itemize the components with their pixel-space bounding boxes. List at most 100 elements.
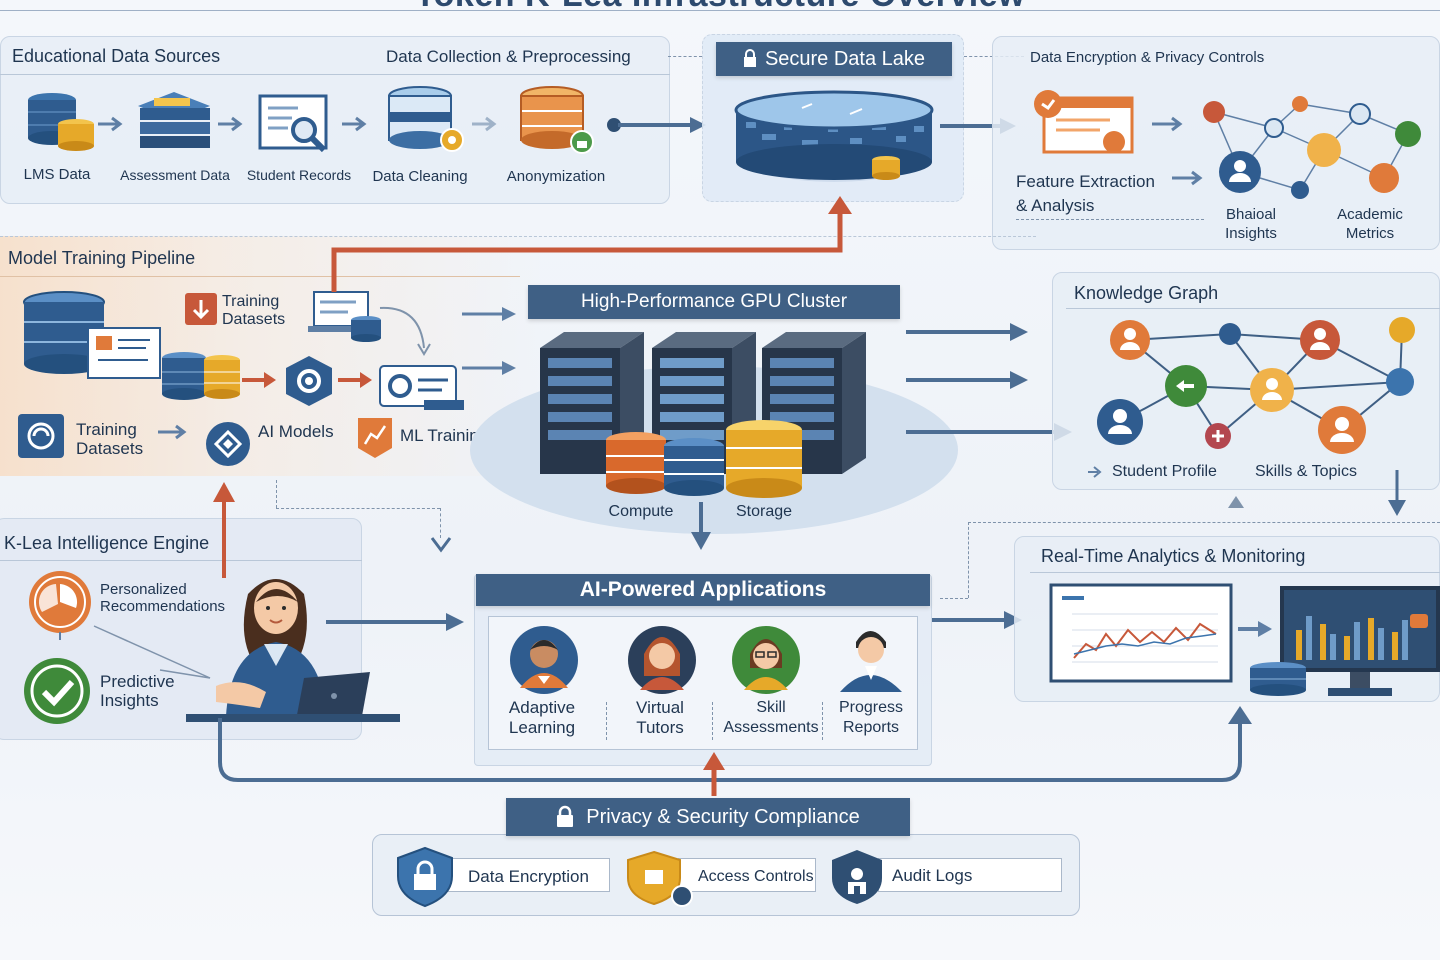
recommendations-label: Personalized Recommendations [100,581,225,615]
predictive-line-1: Predictive [100,672,175,691]
gpu-cluster-banner: High-Performance GPU Cluster [528,285,900,319]
section-divider [0,236,1036,237]
progress-line-1: Progress [838,699,904,716]
flow-arrow [607,117,706,133]
academic-line-1: Academic [1337,206,1403,223]
lock-icon [743,49,756,67]
storage-database-icon [726,420,802,498]
arrow-icon [158,424,187,440]
database-gear-icon [388,86,464,152]
training-datasets-badge-icon [18,414,64,458]
feature-extraction-icon [1034,90,1134,154]
ml-training-label: ML Training [400,426,489,445]
recommendations-line-1: Personalized [100,581,187,598]
virtual-line-1: Virtual [636,698,684,717]
academic-line-2: Metrics [1345,225,1395,242]
laptop-database-icon [308,291,381,342]
arrow-icon [342,116,367,132]
knowledge-graph-title: Knowledge Graph [1074,283,1219,303]
training-datasets-top-line-1: Training [222,293,280,310]
network-graph-icon [1203,96,1421,199]
progress-reports-avatar [840,631,902,692]
preprocessing-title: Data Collection & Preprocessing [386,47,631,66]
skills-topics-label: Skills & Topics [1255,463,1357,480]
behavioral-line-1: Bhaioal [1225,206,1277,223]
data-encryption-box [446,858,610,892]
training-pipeline-title: Model Training Pipeline [8,248,196,268]
user-laptop-illustration [186,579,400,722]
progress-line-2: Reports [842,719,900,736]
knowledge-graph-divider [1066,308,1440,309]
predictive-label: Predictive Insights [100,672,175,710]
compute-label: Compute [608,503,674,520]
ai-models-label: AI Models [258,422,334,441]
training-datasets-top-label: Training Datasets [222,293,285,329]
data-lake-title: Secure Data Lake [764,47,926,70]
gpu-cluster-title: High-Performance GPU Cluster [580,291,848,312]
skill-line-1: Skill [756,699,786,716]
curved-arrow-icon [379,306,431,356]
document-magnifier-icon [258,94,328,153]
student-records-label: Student Records [246,167,352,183]
stacked-papers-icon [138,92,210,148]
analytics-title: Real-Time Analytics & Monitoring [1041,546,1306,566]
connector-lines [93,625,211,679]
training-datasets-top-line-2: Datasets [222,311,286,328]
storage-label: Storage [735,503,793,520]
arrow-icon [1172,170,1203,186]
connector-line [1016,219,1204,220]
recommendations-line-2: Recommendations [100,598,226,615]
flow-arrow-down [1388,470,1406,516]
connector-line [940,598,968,599]
separator [606,702,607,740]
flow-arrow-up [1228,496,1244,508]
arrow-icon [1152,116,1183,132]
bar-chart-monitor-icon [1280,586,1440,696]
data-lake-cylinder-icon [734,90,934,182]
connector-line [968,522,1440,523]
data-cleaning-label: Data Cleaning [372,168,468,185]
data-sources-divider [0,74,670,75]
padlock-icon [557,805,574,827]
predictive-check-icon [24,658,90,724]
connector-line [668,56,702,57]
engine-divider [0,560,362,561]
analytics-database-icon [1250,662,1306,696]
flow-arrow [326,613,464,631]
feedback-loop-arrow [218,706,1252,782]
flow-arrow [932,611,1022,629]
shield-lock-icon [397,846,453,908]
flow-arrow [906,371,1028,389]
flow-arrow-down [691,502,711,550]
applications-title: AI-Powered Applications [579,578,827,601]
training-datasets-bottom-label: Training Datasets [76,420,143,458]
virtual-tutors-avatar [628,626,696,694]
recommendations-pie-icon [29,571,91,640]
privacy-controls-title: Data Encryption & Privacy Controls [1030,49,1265,66]
audit-logs-label: Audit Logs [892,866,973,885]
network-database-icon [664,438,724,496]
adaptive-learning-label: Adaptive Learning [496,698,588,738]
flow-arrow [906,323,1028,341]
connector-line [276,480,277,508]
connector-line [968,522,969,598]
data-sources-title: Educational Data Sources [12,46,221,66]
compliance-banner: Privacy & Security Compliance [506,798,910,836]
adaptive-line-2: Learning [508,718,576,737]
feature-extraction-line-2: & Analysis [1016,196,1095,215]
arrow-head-icon [430,537,452,553]
access-controls-label: Access Controls [698,868,814,885]
ml-training-screen-icon [379,365,464,410]
virtual-line-2: Tutors [636,718,684,737]
arrow-icon [242,372,276,388]
engine-title: K-Lea Intelligence Engine [4,533,210,553]
anonymization-label: Anonymization [506,168,606,185]
database-icon [28,93,94,151]
title-underline [0,10,1440,11]
page-title: Token K-Lea Infrastructure Overview [0,0,1440,15]
line-chart-monitor-icon [1049,583,1233,683]
predictive-line-2: Insights [100,691,159,710]
compliance-title: Privacy & Security Compliance [586,805,860,828]
arrow-icon [98,116,123,132]
data-encryption-label: Data Encryption [468,867,589,886]
